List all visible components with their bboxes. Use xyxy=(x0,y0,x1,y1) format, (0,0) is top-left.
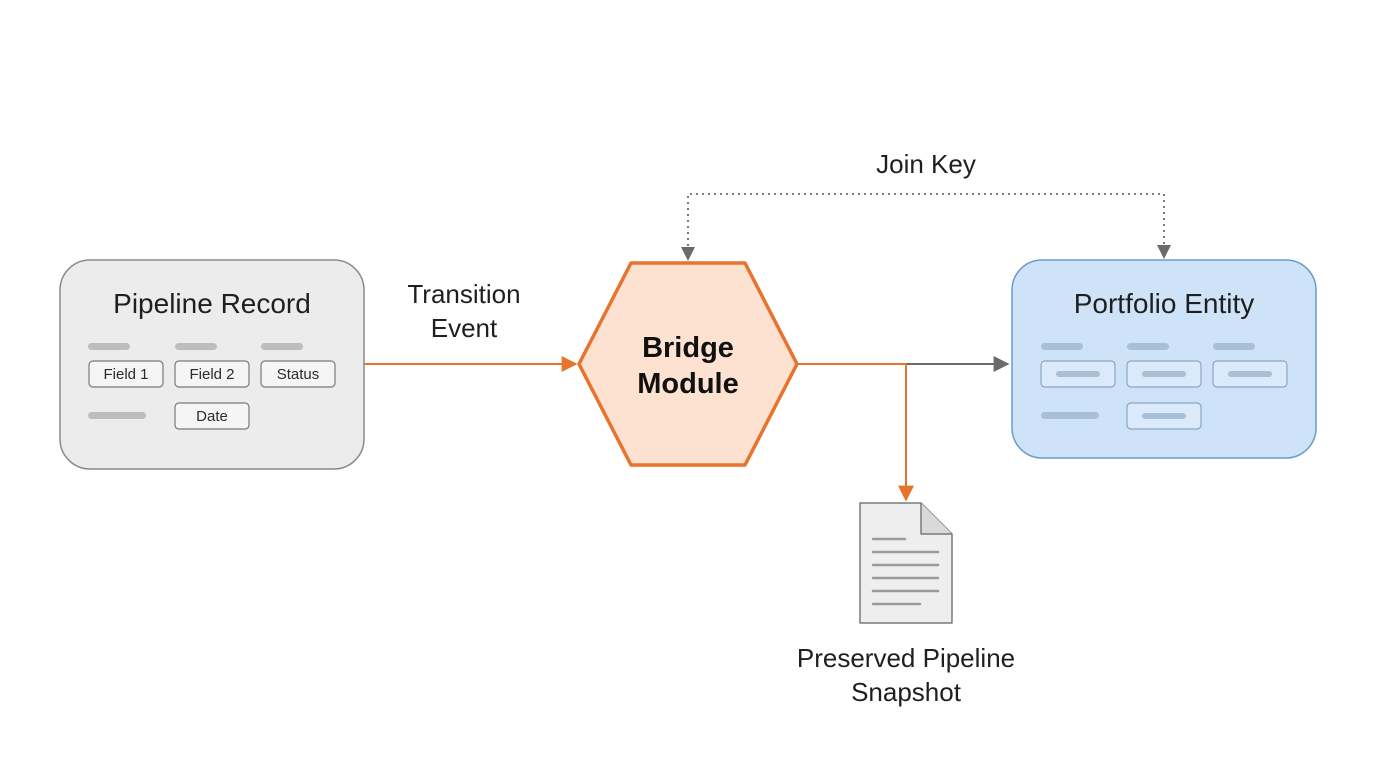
label-placeholder xyxy=(88,412,146,419)
pipeline-record-node[interactable]: Pipeline Record Field 1 Field 2 Status D… xyxy=(59,259,365,470)
portfolio-entity-node[interactable]: Portfolio Entity xyxy=(1011,259,1317,459)
label-placeholder xyxy=(88,343,130,350)
field-chip-date: Date xyxy=(174,402,250,430)
field-chip-label: Field 1 xyxy=(103,366,148,383)
field-chip-label: Field 2 xyxy=(189,366,234,383)
empty-field-chip xyxy=(1126,360,1202,388)
label-placeholder xyxy=(175,343,217,350)
label-placeholder xyxy=(261,343,303,350)
bridge-module-label-line2: Module xyxy=(637,368,739,400)
document-icon xyxy=(859,502,953,624)
label-placeholder xyxy=(1213,343,1255,350)
transition-event-label-line2: Event xyxy=(431,313,498,343)
join-key-arrowhead-left xyxy=(681,247,695,261)
join-key-label: Join Key xyxy=(876,149,976,179)
snapshot-node[interactable]: Preserved Pipeline Snapshot xyxy=(797,502,1015,707)
field-chip-status: Status xyxy=(260,360,336,388)
bridge-module-node[interactable]: Bridge Module xyxy=(577,261,799,467)
transition-event-label-line1: Transition xyxy=(407,279,520,309)
join-key-dotted-line xyxy=(687,193,1165,258)
label-placeholder xyxy=(1041,412,1099,419)
empty-field-chip xyxy=(1126,402,1202,430)
field-chip-label: Status xyxy=(277,366,320,383)
transition-event-edge: Transition Event xyxy=(364,279,578,372)
portfolio-entity-box xyxy=(1011,259,1317,459)
join-key-arrowhead-right xyxy=(1157,245,1171,259)
label-placeholder xyxy=(1041,343,1083,350)
field-chip-label: Date xyxy=(196,408,228,425)
bridge-module-label-line1: Bridge xyxy=(642,332,734,364)
bridge-output-edges xyxy=(797,356,1010,502)
bridge-module-hexagon xyxy=(577,261,799,467)
pipeline-record-title: Pipeline Record xyxy=(113,288,311,319)
snapshot-label-line1: Preserved Pipeline xyxy=(797,643,1015,673)
join-key-edge: Join Key xyxy=(681,149,1171,261)
field-chip-field-2: Field 2 xyxy=(174,360,250,388)
empty-field-chip xyxy=(1040,360,1116,388)
empty-field-chip xyxy=(1212,360,1288,388)
label-placeholder xyxy=(1127,343,1169,350)
field-chip-field-1: Field 1 xyxy=(88,360,164,388)
snapshot-label-line2: Snapshot xyxy=(851,677,962,707)
portfolio-entity-title: Portfolio Entity xyxy=(1074,288,1255,319)
